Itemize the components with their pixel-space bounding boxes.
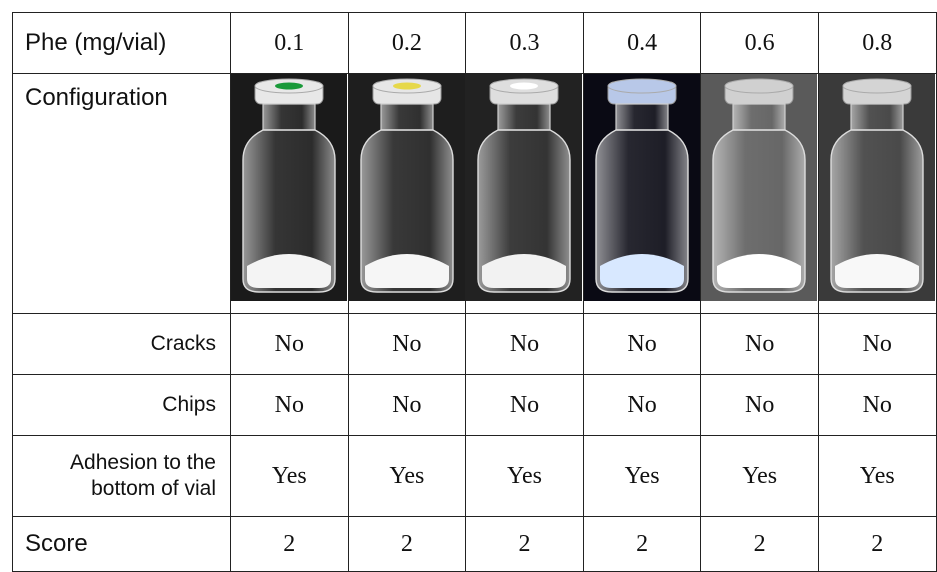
phe-value: 0.3 [465,12,584,74]
cap-mark [510,82,539,90]
chips-value: No [347,374,467,436]
vial-neck [850,103,904,131]
chips-value: No [230,374,349,436]
lyophilized-cake [717,254,802,288]
vial-photo [582,73,702,314]
configuration-label: Configuration [12,73,231,314]
vial-photo-image [466,74,583,301]
phe-value: 0.8 [817,12,937,74]
adhesion-value: Yes [582,435,702,517]
vial-results-table: Phe (mg/vial) 0.1 0.2 0.3 0.4 0.6 0.8 Co… [12,12,937,572]
vial-neck [497,103,551,131]
cracks-value: No [700,313,819,375]
header-row: Phe (mg/vial) 0.1 0.2 0.3 0.4 0.6 0.8 [12,12,937,74]
vial-body [712,129,807,293]
phe-value: 0.1 [230,12,349,74]
score-value: 2 [817,516,937,572]
cap-mark [745,82,774,90]
phe-value: 0.6 [700,12,819,74]
vial-neck [615,103,669,131]
chips-label: Chips [12,374,231,436]
vial-photo-image [701,74,818,301]
vial-body [595,129,689,293]
adhesion-value: Yes [465,435,584,517]
vial-photo [347,73,467,314]
vial-photo-image [819,74,935,301]
score-value: 2 [230,516,349,572]
vial-neck [732,103,786,131]
cracks-row: Cracks No No No No No No [12,313,937,375]
score-value: 2 [465,516,584,572]
vial-body [242,129,336,293]
vial-body [830,129,924,293]
cracks-value: No [582,313,702,375]
cap-mark [275,82,303,90]
score-value: 2 [582,516,702,572]
adhesion-value: Yes [700,435,819,517]
configuration-row: Configuration [12,73,937,314]
score-value: 2 [700,516,819,572]
chips-value: No [582,374,702,436]
chips-value: No [465,374,584,436]
chips-row: Chips No No No No No No [12,374,937,436]
adhesion-value: Yes [817,435,937,517]
adhesion-value: Yes [347,435,467,517]
vial-photo [817,73,937,314]
lyophilized-cake [599,254,684,288]
vial-photo-image [349,74,465,301]
adhesion-label-line1: Adhesion to the [70,450,216,474]
adhesion-row: Adhesion to the bottom of vial Yes Yes Y… [12,435,937,517]
adhesion-label-line2: bottom of vial [91,477,216,500]
score-label: Score [12,516,231,572]
lyophilized-cake [247,254,331,288]
cap-mark [862,82,891,90]
vial-neck [379,103,434,131]
vial-photo [700,73,819,314]
cap-mark [627,82,656,90]
adhesion-value: Yes [230,435,349,517]
cracks-value: No [465,313,584,375]
cracks-value: No [230,313,349,375]
adhesion-label: Adhesion to the bottom of vial [12,435,231,517]
phe-label: Phe (mg/vial) [12,12,231,74]
score-row: Score 2 2 2 2 2 2 [12,516,937,572]
vial-photo-image [584,74,700,301]
cap-mark [392,82,421,90]
lyophilized-cake [834,254,919,288]
cracks-value: No [347,313,467,375]
vial-body [477,129,571,293]
lyophilized-cake [364,254,449,288]
cracks-value: No [817,313,937,375]
chips-value: No [817,374,937,436]
vial-photo [465,73,584,314]
vial-neck [262,103,316,131]
phe-value: 0.2 [347,12,467,74]
score-value: 2 [347,516,467,572]
phe-value: 0.4 [582,12,702,74]
vial-body [359,129,454,293]
lyophilized-cake [482,254,567,288]
chips-value: No [700,374,819,436]
cracks-label: Cracks [12,313,231,375]
vial-photo [230,73,349,314]
vial-photo-image [231,74,347,301]
